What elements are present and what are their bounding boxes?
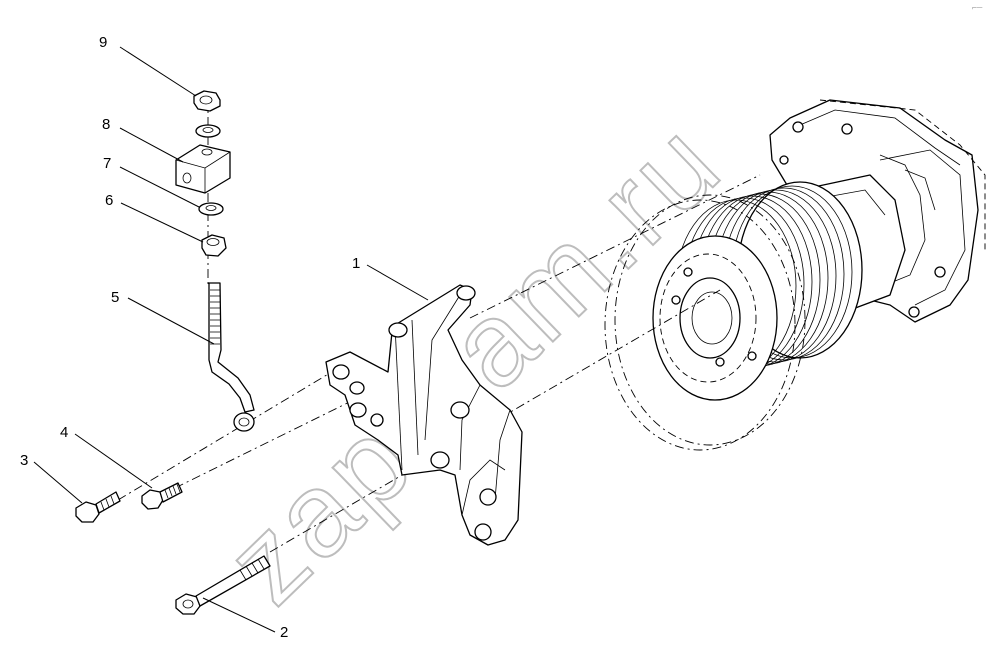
bolt-part-3 [75,491,121,523]
leader-line-1 [366,264,429,301]
corner-mark: ⌐─ [972,3,983,12]
axis-line-bolt3 [117,369,336,501]
callout-1: 1 [352,255,360,272]
spacer-block-part-8 [175,144,231,194]
leader-line-6 [120,202,204,243]
leader-line-7 [119,166,200,208]
washer-part-7 [198,202,224,216]
axis-line-bracket-top [469,174,761,319]
callout-2: 2 [280,624,288,641]
bracket-part-1 [325,284,523,546]
callout-8: 8 [102,116,110,133]
callout-6: 6 [105,192,113,209]
callout-7: 7 [103,155,111,172]
callout-3: 3 [20,452,28,469]
threaded-rod-part-5 [208,282,255,432]
nut-part-6 [201,234,227,257]
callout-4: 4 [60,424,68,441]
leader-line-8 [119,127,184,163]
washer-upper [195,124,221,138]
leader-line-9 [119,46,197,97]
bolt-part-2 [175,555,271,615]
leader-line-3 [33,461,83,504]
fan-drive-pulley-assembly [604,99,986,451]
leader-line-2 [202,597,276,633]
leader-line-4 [74,433,153,489]
callout-5: 5 [111,289,119,306]
bolt-part-4 [141,482,183,510]
callout-9: 9 [99,34,107,51]
nut-part-9 [193,90,221,112]
leader-line-5 [127,297,215,345]
